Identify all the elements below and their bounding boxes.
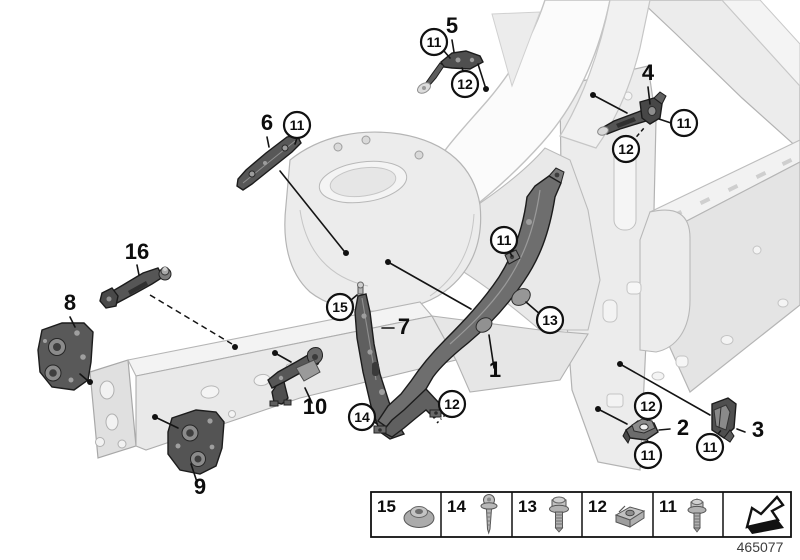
part-label-1[interactable]: 1 [489,357,501,382]
callout-11-part4[interactable]: 11 [669,108,699,138]
sill-hole [675,355,689,368]
svg-text:11: 11 [677,115,692,131]
direction-arrow-icon [745,495,785,534]
a-pillar-cutout [491,11,541,88]
callout-13-part1[interactable]: 13 [535,305,565,335]
dome-stud [361,135,371,145]
callout-14[interactable]: 14 [347,402,377,432]
svg-text:12: 12 [444,396,460,412]
roof-side-panel [639,0,800,151]
part-8-plate[interactable] [37,322,94,391]
callout-12-part4[interactable]: 12 [611,134,641,164]
svg-text:12: 12 [618,141,634,157]
part-7-bracket[interactable] [354,281,406,440]
part-label-3[interactable]: 3 [752,417,764,442]
clip-nut-icon [614,505,646,528]
dome-opening [329,166,397,198]
callout-11-part6[interactable]: 11 [282,110,312,140]
sill-hole [626,281,642,295]
svg-text:11: 11 [427,34,442,50]
fastener-legend: 15 14 13 [370,491,792,538]
part-3-bracket[interactable] [711,397,737,443]
part-5-bracket[interactable] [416,50,484,95]
a-pillar-inner-panel [559,0,651,149]
svg-text:14: 14 [447,497,466,516]
rail-hole [228,410,236,418]
svg-text:15: 15 [377,497,396,516]
svg-text:12: 12 [588,497,607,516]
svg-text:11: 11 [497,232,512,248]
legend-item-15[interactable]: 15 [377,497,435,528]
callout-15-part7[interactable]: 15 [325,292,355,322]
part-9-plate[interactable] [167,409,225,475]
svg-text:13: 13 [542,312,558,328]
rail-hole [95,437,105,447]
part-10-bracket[interactable] [267,347,323,407]
pillar-cutout [606,393,624,408]
callout-12-brace[interactable]: 12 [437,389,467,419]
svg-text:11: 11 [659,497,677,516]
svg-text:11: 11 [703,439,718,455]
pillar-cutout [602,299,618,323]
callout-12-part5[interactable]: 12 [450,69,480,99]
sill-end-channel [639,209,691,353]
svg-text:12: 12 [457,76,473,92]
rail-hole [200,385,220,399]
part-16-bracket[interactable] [99,266,172,309]
svg-text:13: 13 [518,497,537,516]
part-4-bracket[interactable] [596,91,667,137]
rail-hole [99,380,115,400]
leader-dots [87,86,623,420]
dome-stud [414,150,424,160]
legend-item-11[interactable]: 11 [659,497,707,533]
svg-text:11: 11 [290,117,305,133]
hex-flange-bolt-icon [549,496,569,533]
part-label-4[interactable]: 4 [642,60,655,85]
callout-12-part2[interactable]: 12 [633,391,663,421]
part-label-7[interactable]: 7 [398,314,410,339]
part-6-bracket[interactable] [236,134,302,191]
legend-frame [370,491,792,538]
sill-hole [720,335,734,345]
part-label-5[interactable]: 5 [446,13,458,38]
part-label-2[interactable]: 2 [677,415,689,440]
part-label-16[interactable]: 16 [125,239,149,264]
part-1-side-member-brace[interactable] [373,167,565,438]
dome-stud [333,142,343,152]
callout-11-part1[interactable]: 11 [489,225,519,255]
svg-text:14: 14 [354,409,370,425]
part-label-10[interactable]: 10 [303,394,327,419]
svg-text:12: 12 [640,398,656,414]
callout-11-part3[interactable]: 11 [695,432,725,462]
doc-number: 465077 [737,539,784,555]
part-label-8[interactable]: 8 [64,290,76,315]
legend-item-13[interactable]: 13 [518,496,569,533]
legend-item-arrow[interactable] [745,495,785,534]
hex-flange-bolt-icon [687,498,707,533]
callout-11-part2[interactable]: 11 [633,440,663,470]
fastener-callouts: 11 12 11 12 11 11 13 15 14 12 12 11 11 [282,27,725,470]
sill-hole [777,298,789,308]
callout-11-part5[interactable]: 11 [419,27,449,57]
roof-side-panel-highlight [721,0,800,87]
part-label-9[interactable]: 9 [194,474,206,499]
svg-text:15: 15 [332,299,348,315]
part-label-6[interactable]: 6 [261,110,273,135]
strut-tower-dome [284,131,482,312]
rail-hole [105,413,119,431]
sill-hole [651,371,665,381]
legend-dividers [440,492,724,537]
part-2-clip-bracket[interactable] [622,418,659,445]
flange-nut-icon [403,506,435,528]
sill-hole [752,245,762,255]
legend-item-12[interactable]: 12 [588,497,646,528]
washer-screw-icon [480,494,498,535]
legend-item-14[interactable]: 14 [447,494,498,535]
svg-text:11: 11 [641,447,656,463]
rail-hole [117,439,127,449]
